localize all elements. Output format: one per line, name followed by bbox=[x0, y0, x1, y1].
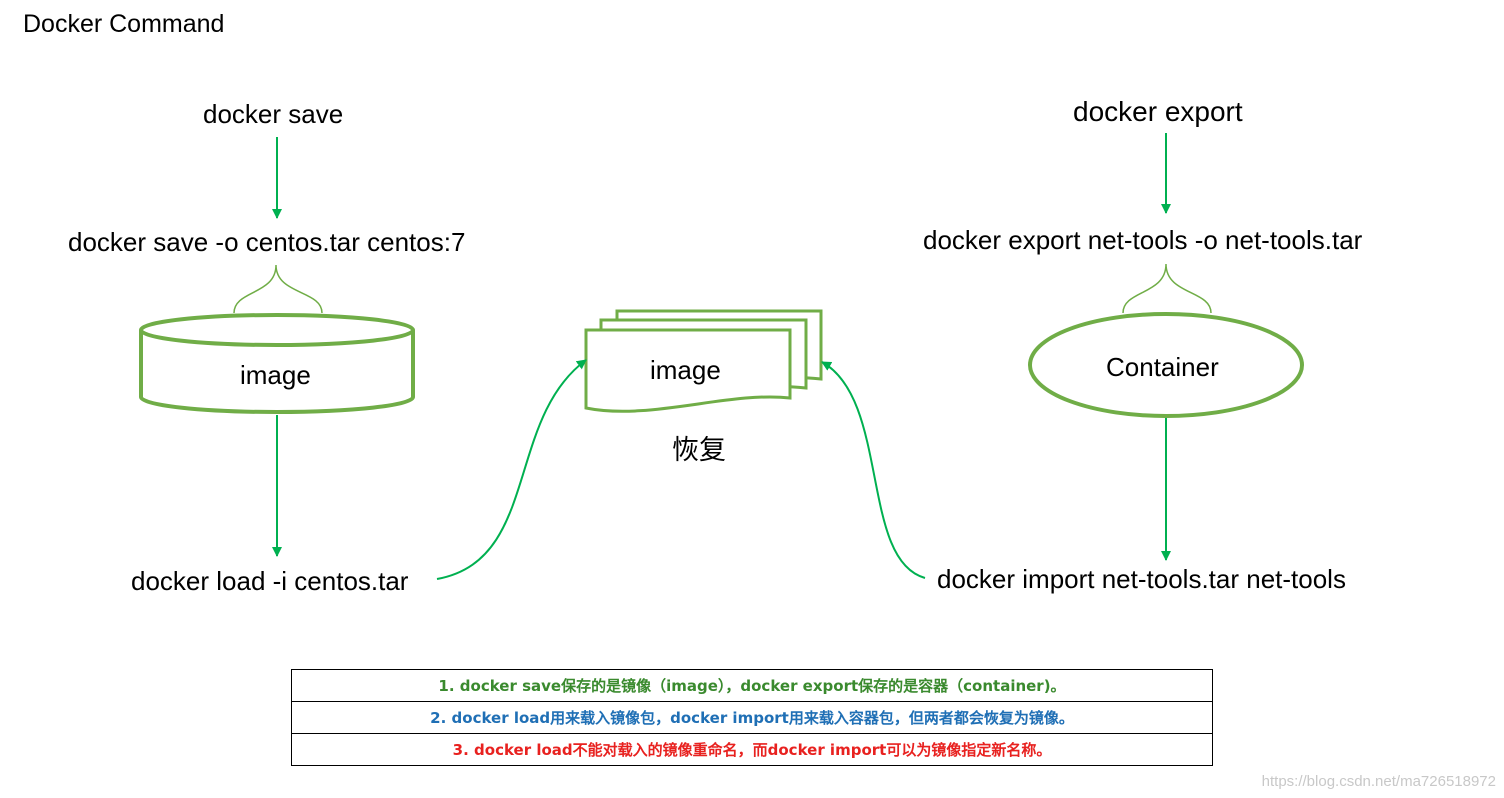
cmd-docker-save-full: docker save -o centos.tar centos:7 bbox=[68, 227, 466, 257]
note-2: 2. docker load用来载入镜像包，docker import用来载入容… bbox=[291, 701, 1213, 734]
notes-table: 1. docker save保存的是镜像（image），docker expor… bbox=[291, 669, 1213, 766]
watermark: https://blog.csdn.net/ma726518972 bbox=[1261, 773, 1496, 790]
cmd-docker-export-full: docker export net-tools -o net-tools.tar bbox=[923, 225, 1363, 255]
cmd-docker-export: docker export bbox=[1073, 96, 1243, 127]
table-row: 3. docker load不能对载入的镜像重命名，而docker import… bbox=[291, 733, 1213, 766]
image-documents-shape bbox=[584, 309, 823, 413]
image-drum-shape bbox=[139, 313, 415, 414]
image-documents-label: image bbox=[650, 355, 721, 385]
image-drum-label: image bbox=[240, 360, 311, 390]
brace-right bbox=[1122, 263, 1212, 314]
restore-caption: 恢复 bbox=[672, 435, 726, 466]
cmd-docker-save: docker save bbox=[203, 99, 344, 129]
container-label: Container bbox=[1106, 352, 1219, 382]
note-3: 3. docker load不能对载入的镜像重命名，而docker import… bbox=[291, 733, 1213, 766]
table-row: 1. docker save保存的是镜像（image），docker expor… bbox=[291, 669, 1213, 702]
container-ellipse-shape bbox=[1028, 312, 1304, 418]
cmd-docker-import: docker import net-tools.tar net-tools bbox=[937, 564, 1346, 594]
page-title: Docker Command bbox=[23, 10, 225, 38]
note-1: 1. docker save保存的是镜像（image），docker expor… bbox=[291, 669, 1213, 702]
brace-left bbox=[233, 264, 323, 314]
cmd-docker-load: docker load -i centos.tar bbox=[131, 566, 409, 596]
arrow-load-to-image bbox=[436, 359, 587, 580]
arrow-import-to-image bbox=[821, 361, 926, 579]
table-row: 2. docker load用来载入镜像包，docker import用来载入容… bbox=[291, 701, 1213, 734]
